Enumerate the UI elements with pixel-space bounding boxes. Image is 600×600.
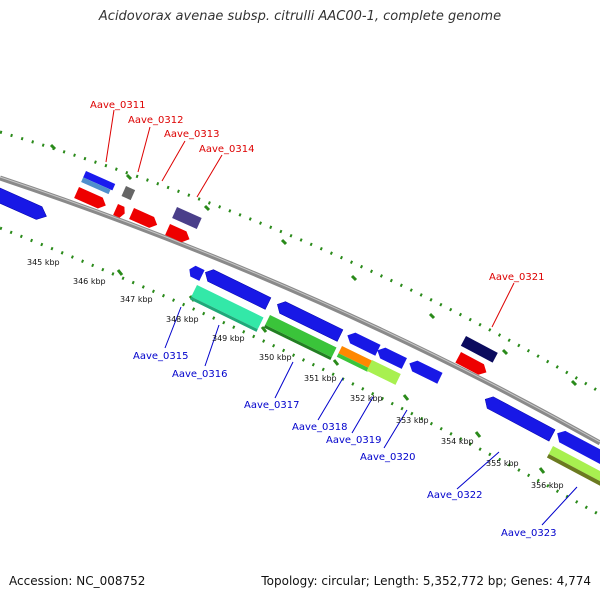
gene-aave-0314	[172, 207, 202, 229]
gene-aave-0322	[484, 396, 556, 442]
gene-left-edge	[0, 187, 47, 220]
gene-label-aave-0321: Aave_0321	[489, 272, 545, 283]
gene-aave-0323-c	[546, 453, 600, 488]
scale-label: 348 kbp	[166, 315, 199, 324]
gene-label-aave-0320: Aave_0320	[360, 452, 416, 463]
gene-aave-0318	[347, 332, 381, 356]
gene-aave-0316-shadow	[189, 296, 258, 332]
gene-label-aave-0313: Aave_0313	[164, 129, 220, 140]
gene-label-aave-0312: Aave_0312	[128, 115, 184, 126]
gene-aave-0319-b	[366, 360, 401, 385]
gene-aave-0323-b	[548, 446, 600, 484]
reverse-gene-labels: Aave_0315 Aave_0316 Aave_0317 Aave_0318 …	[133, 351, 557, 539]
scale-label: 353 kbp	[396, 416, 429, 425]
scale-label: 350 kbp	[259, 353, 292, 362]
gene-aave-0313	[129, 208, 158, 228]
gene-aave-0314-b	[165, 224, 190, 243]
gene-aave-0323	[557, 430, 600, 468]
gene-label-aave-0322: Aave_0322	[427, 490, 483, 501]
forward-leader-lines	[105, 109, 515, 328]
gene-aave-0321-b	[455, 352, 487, 375]
scale-label: 351 kbp	[304, 374, 337, 383]
scale-label: 349 kbp	[212, 334, 245, 343]
gene-aave-0313-small	[121, 186, 136, 201]
gene-aave-0318-b	[338, 346, 373, 369]
gene-aave-0311-b	[81, 177, 111, 195]
gene-label-aave-0311: Aave_0311	[90, 100, 146, 111]
scale-label: 345 kbp	[27, 258, 60, 267]
gene-label-aave-0314: Aave_0314	[199, 144, 255, 155]
gene-aave-0320	[409, 360, 443, 384]
forward-gene-labels: Aave_0311 Aave_0312 Aave_0313 Aave_0314 …	[90, 100, 545, 283]
gene-label-aave-0315: Aave_0315	[133, 351, 189, 362]
outer-major-ticks	[49, 143, 578, 387]
gene-label-aave-0316: Aave_0316	[172, 369, 228, 380]
reverse-strand-features	[189, 265, 600, 488]
gene-aave-0315-arrow	[189, 265, 205, 281]
scale-label: 347 kbp	[120, 295, 153, 304]
genome-backbone	[0, 175, 600, 446]
gene-aave-0317-b	[265, 315, 337, 358]
genome-stats-text: Topology: circular; Length: 5,352,772 bp…	[261, 574, 591, 588]
reverse-leader-lines	[164, 306, 578, 526]
gene-aave-0316	[191, 285, 264, 330]
gene-aave-0311	[83, 171, 116, 191]
scale-label: 346 kbp	[73, 277, 106, 286]
gene-label-aave-0323: Aave_0323	[501, 528, 557, 539]
gene-label-aave-0317: Aave_0317	[244, 400, 300, 411]
gene-label-aave-0319: Aave_0319	[326, 435, 382, 446]
genome-backbone-highlight	[0, 176, 600, 443]
scale-label: 352 kbp	[350, 394, 383, 403]
gene-aave-0312	[74, 187, 106, 209]
gene-aave-0319	[377, 347, 407, 369]
gene-aave-0312-b	[113, 204, 125, 218]
gene-aave-0321	[460, 336, 498, 363]
forward-strand-features	[0, 171, 498, 375]
scale-labels: 345 kbp 346 kbp 347 kbp 348 kbp 349 kbp …	[27, 258, 564, 490]
scale-label: 355 kbp	[486, 459, 519, 468]
gene-aave-0317	[277, 301, 344, 342]
outer-guide-arc	[0, 130, 600, 394]
gene-aave-0318-c	[336, 353, 370, 372]
map-title: Acidovorax avenae subsp. citrulli AAC00-…	[98, 9, 502, 24]
gene-label-aave-0318: Aave_0318	[292, 422, 348, 433]
accession-text: Accession: NC_008752	[9, 574, 146, 588]
gene-aave-0315	[205, 269, 272, 310]
scale-label: 356 kbp	[531, 481, 564, 490]
scale-label: 354 kbp	[441, 437, 474, 446]
gene-aave-0317-shadow	[263, 324, 332, 361]
